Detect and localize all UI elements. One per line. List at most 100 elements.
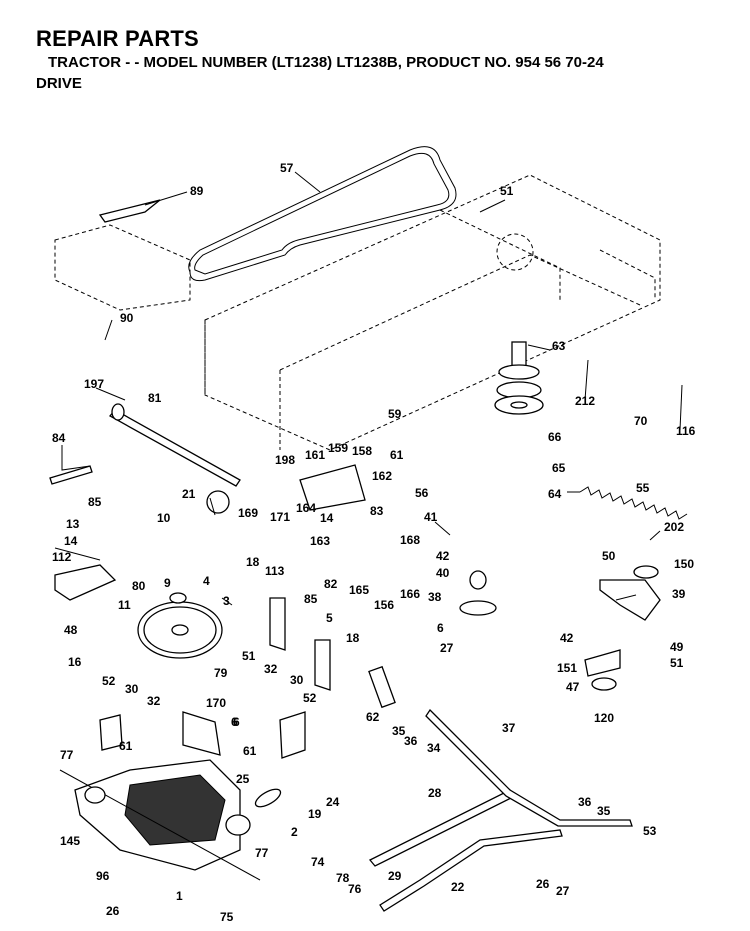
callout: 49 [670,640,684,654]
callout: 27 [440,641,454,655]
callout: 197 [84,377,104,391]
callout: 51 [670,656,684,670]
callout: 22 [451,880,465,894]
callout: 52 [102,674,116,688]
callout: 26 [106,904,120,918]
callout: 32 [264,662,278,676]
callout: 61 [390,448,404,462]
callout: 61 [243,744,257,758]
callout: 29 [388,869,402,883]
callout: 168 [400,533,420,547]
callout: 51 [500,184,514,198]
callout: 38 [428,590,442,604]
callout: 36 [578,795,592,809]
callout: 36 [404,734,418,748]
callout: 28 [428,786,442,800]
callout: 116 [676,424,696,438]
callout: 52 [303,691,317,705]
callout: 14 [64,534,78,548]
callout: 202 [664,520,684,534]
callout: 83 [370,504,384,518]
callout: 57 [280,161,294,175]
callout: 63 [552,339,566,353]
callout: 37 [502,721,516,735]
callout: 55 [636,481,650,495]
transaxle-1 [59,759,261,881]
callout: 26 [536,877,550,891]
callout: 96 [96,869,110,883]
callout: 65 [552,461,566,475]
callout: 64 [548,487,562,501]
model-subtitle: TRACTOR - - MODEL NUMBER (LT1238) LT1238… [48,54,604,71]
callout: 159 [328,441,348,455]
callout: 4 [203,574,210,588]
callout: 2 [291,825,298,839]
pulley-3 [137,601,223,659]
callout: 120 [594,711,614,725]
callout: 35 [392,724,406,738]
callout: 77 [60,748,74,762]
callout: 75 [220,910,234,924]
callout: 171 [270,510,290,524]
leader-lines [54,171,683,606]
callout: 165 [349,583,369,597]
callout: 50 [602,549,616,563]
callout: 85 [304,592,318,606]
clutch-rod [108,409,241,487]
callout: 198 [275,453,295,467]
callout: 212 [575,394,595,408]
callout: 27 [556,884,570,898]
callout: 13 [66,517,80,531]
callout: 80 [132,579,146,593]
callout: 150 [674,557,694,571]
callout: 51 [242,649,256,663]
callout: 42 [560,631,574,645]
callout: 164 [296,501,316,515]
callout: 11 [118,598,131,612]
callout: 74 [311,855,325,869]
callout: 76 [348,882,362,896]
engine-pulley-63 [494,341,544,415]
callout: 77 [255,846,269,860]
callout: 34 [427,741,441,755]
callout: 19 [308,807,322,821]
callout: 39 [672,587,686,601]
callout: 113 [265,564,285,578]
callout: 30 [290,673,304,687]
callout: 90 [120,311,134,325]
callout: 66 [548,430,562,444]
callout: 79 [214,666,228,680]
callout: 169 [238,506,258,520]
callout: 89 [190,184,204,198]
callout: 163 [310,534,330,548]
callout: 41 [424,510,438,524]
callout: 6 [437,621,444,635]
bracket-89 [98,199,161,223]
callout: 62 [366,710,380,724]
callout: 81 [148,391,162,405]
drive-belt [188,146,457,282]
callout: 82 [324,577,338,591]
callout: 112 [52,550,72,564]
callout: 25 [236,772,250,786]
callout: 59 [388,407,402,421]
callout: 6 [233,715,240,729]
callout: 10 [157,511,171,525]
callout: 18 [246,555,260,569]
callout: 84 [52,431,66,445]
callout: 24 [326,795,340,809]
callout: 16 [68,655,82,669]
callout: 30 [125,682,139,696]
callout: 18 [346,631,360,645]
callout: 48 [64,623,78,637]
callout: 78 [336,871,350,885]
callout: 161 [305,448,325,462]
callout: 170 [206,696,226,710]
callout: 40 [436,566,450,580]
callout: 42 [436,549,450,563]
callout: 9 [164,576,171,590]
callout: 56 [415,486,429,500]
callout-labels: 57 89 51 90 197 81 63 212 70 116 59 66 8… [52,161,696,924]
callout: 145 [60,834,80,848]
frame-outline [54,174,661,451]
